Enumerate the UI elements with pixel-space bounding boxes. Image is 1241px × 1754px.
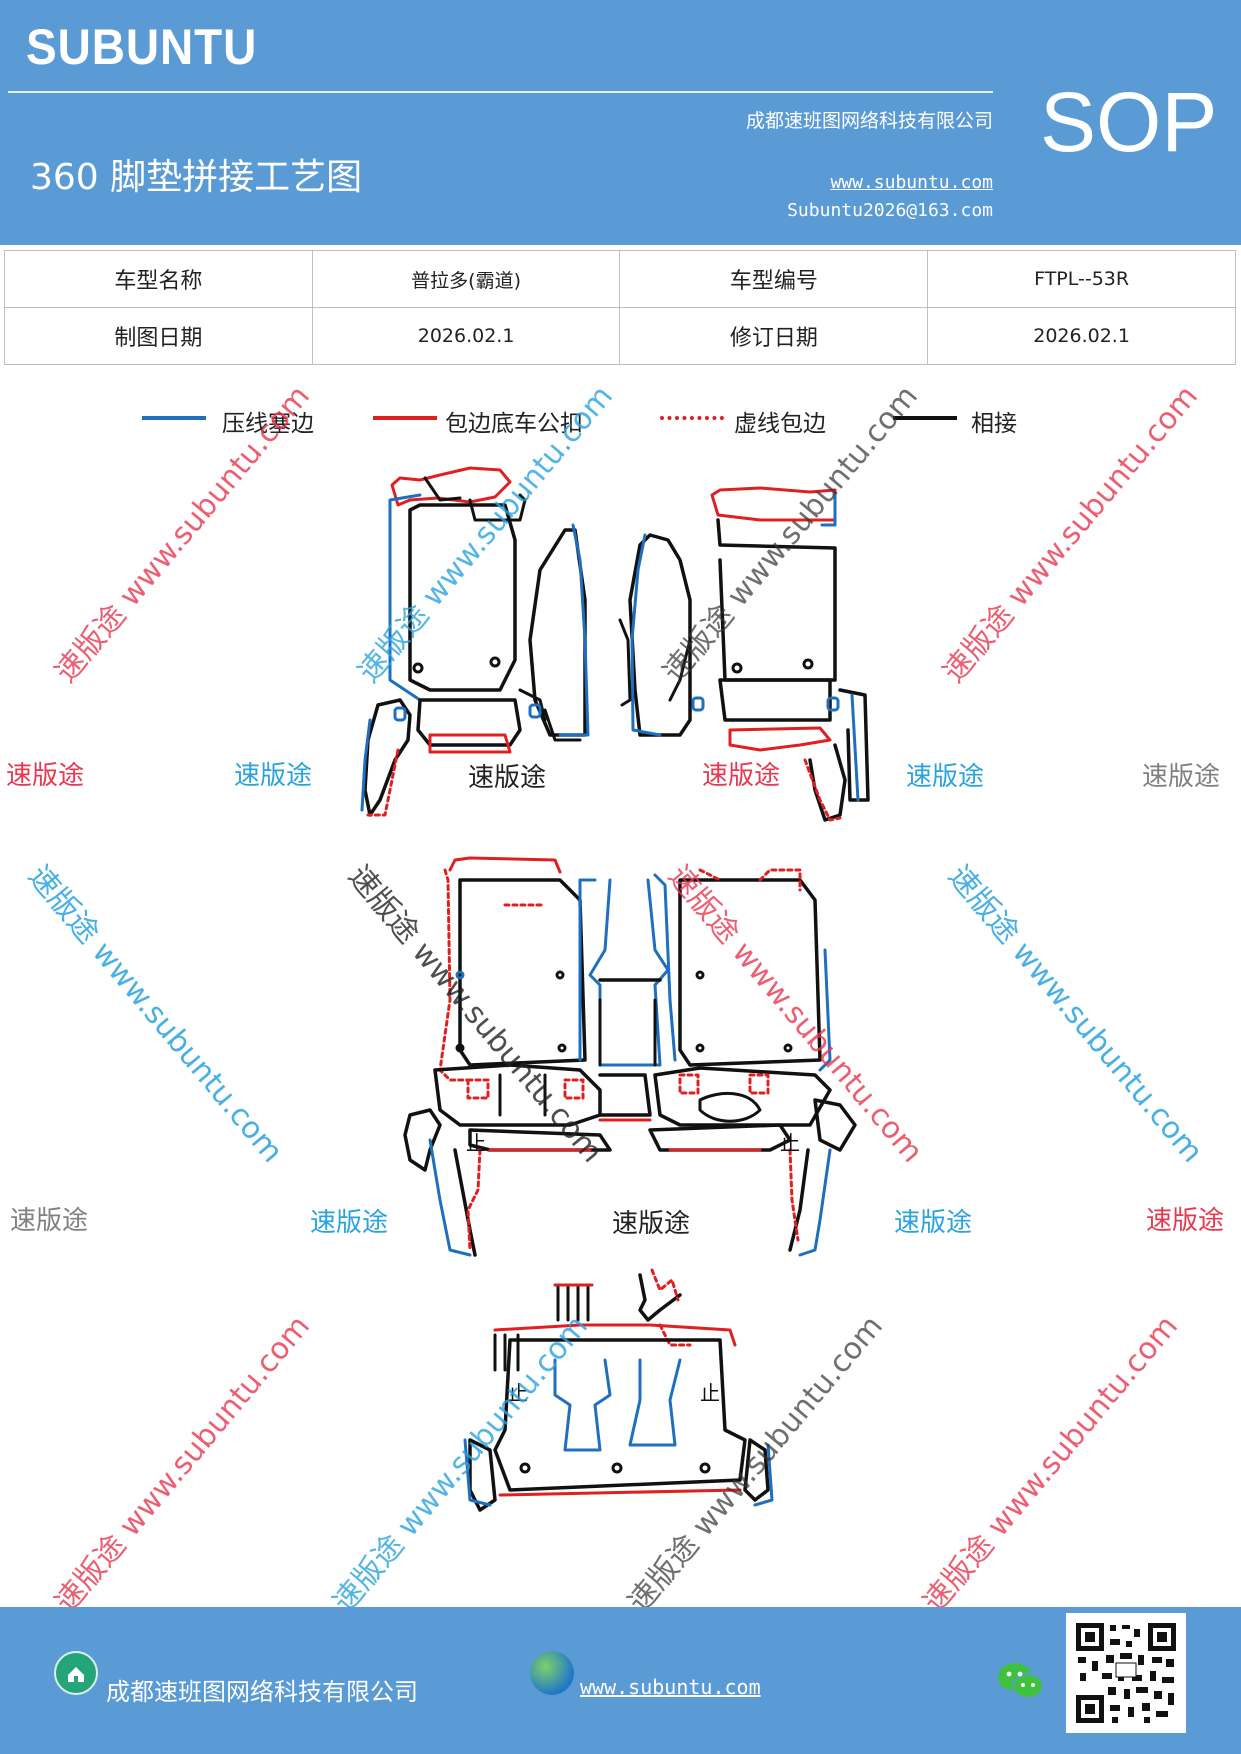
legend-label: 包边底车公扣	[445, 411, 583, 437]
legend-label: 压线塞边	[222, 411, 314, 437]
floor-mat-diagram: 止 止 止 止	[360, 466, 870, 1512]
legend-label: 相接	[971, 411, 1017, 437]
vehicle-info-table: 车型名称 普拉多(霸道) 车型编号 FTPL--53R 制图日期 2026.02…	[4, 250, 1236, 365]
stop-mark: 止	[466, 1131, 486, 1155]
watermark-brand: 速版途	[894, 1208, 973, 1238]
globe-icon	[530, 1651, 574, 1695]
page-title: 360 脚垫拼接工艺图	[30, 157, 363, 198]
legend-swatch	[373, 416, 437, 420]
value-model-name: 普拉多(霸道)	[311, 250, 621, 308]
header-rule	[8, 91, 993, 93]
home-icon	[54, 1651, 98, 1695]
doc-type-label: SOP	[1040, 75, 1218, 169]
watermark-brand: 速版途	[234, 761, 313, 791]
brand-logo: SUBUNTU	[26, 19, 258, 75]
value-draw-date: 2026.02.1	[311, 307, 621, 365]
value-revise-date: 2026.02.1	[927, 307, 1236, 365]
table-row: 制图日期 2026.02.1 修订日期 2026.02.1	[4, 307, 1236, 365]
watermark-brand: 速版途	[612, 1209, 691, 1239]
wechat-icon[interactable]	[996, 1659, 1046, 1707]
watermark-brand: 速版途	[468, 763, 547, 793]
watermark-brand: 速版途	[6, 761, 85, 791]
qr-code	[1066, 1613, 1186, 1733]
middle-row-mat: 止 止	[403, 856, 857, 1257]
stop-mark: 止	[700, 1381, 720, 1405]
watermark-brand: 速版途	[10, 1206, 89, 1236]
company-name: 成都速班图网络科技有限公司	[745, 110, 993, 132]
footer-website-link[interactable]: www.subuntu.com	[580, 1675, 761, 1699]
footer-band: 成都速班图网络科技有限公司 www.subuntu.com	[0, 1607, 1241, 1754]
website-link[interactable]: www.subuntu.com	[830, 172, 993, 193]
value-model-code: FTPL--53R	[927, 250, 1236, 308]
label-revise-date: 修订日期	[619, 307, 929, 365]
watermark-brand: 速版途	[1142, 762, 1221, 792]
header-band: SUBUNTU 360 脚垫拼接工艺图 成都速班图网络科技有限公司 www.su…	[0, 0, 1241, 245]
stop-mark: 止	[780, 1131, 800, 1155]
watermark-brand: 速版途	[906, 762, 985, 792]
legend-swatch	[660, 416, 724, 420]
footer-company: 成都速班图网络科技有限公司	[106, 1678, 418, 1706]
label-model-name: 车型名称	[4, 250, 313, 308]
label-draw-date: 制图日期	[4, 307, 313, 365]
label-model-code: 车型编号	[619, 250, 929, 308]
table-row: 车型名称 普拉多(霸道) 车型编号 FTPL--53R	[4, 250, 1236, 308]
legend-label: 虚线包边	[734, 411, 826, 437]
rear-row-mat: 止 止	[463, 1268, 774, 1512]
watermark-brand: 速版途	[702, 761, 781, 791]
legend-swatch	[142, 416, 206, 420]
front-left-mat	[360, 466, 590, 817]
stop-mark: 止	[508, 1381, 528, 1405]
watermark-brand: 速版途	[1146, 1206, 1225, 1236]
legend-swatch	[893, 416, 957, 420]
watermark-brand: 速版途	[310, 1208, 389, 1238]
front-right-mat	[618, 486, 870, 822]
email-address[interactable]: Subuntu2026@163.com	[787, 200, 993, 221]
